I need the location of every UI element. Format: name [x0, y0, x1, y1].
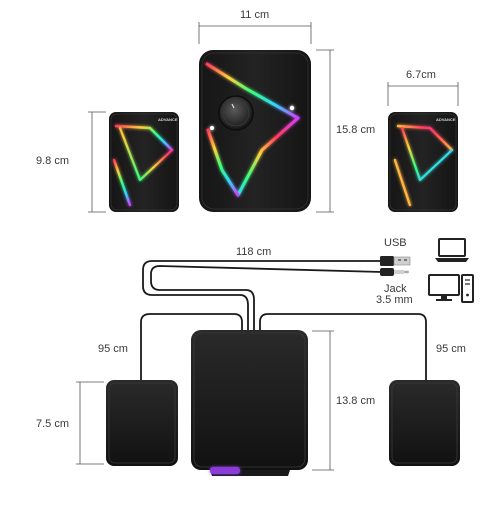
purple-led-accent [210, 467, 240, 474]
laptop-icon [435, 238, 469, 262]
audio-jack-plug-icon [380, 268, 409, 276]
satellite-height-label: 9.8 cm [36, 155, 70, 167]
jack-size-label: 3.5 mm [376, 294, 413, 306]
satellite-height-dimension [88, 111, 106, 213]
left-satellite-speaker-top [106, 380, 178, 466]
left-satellite-speaker: ADVANCE [109, 112, 179, 212]
rgb-led-light [112, 124, 174, 207]
woofer-height-label: 15.8 cm [336, 124, 376, 136]
satellite-depth-label: 7.5 cm [36, 418, 70, 430]
satellite-depth-dimension [76, 381, 104, 465]
woofer-height-dimension [316, 49, 334, 213]
volume-knob [218, 95, 254, 131]
woofer-depth-label: 13.8 cm [336, 395, 376, 407]
woofer-width-label: 11 cm [240, 9, 270, 21]
usb-label: USB [384, 237, 407, 249]
right-cable-label: 95 cm [436, 343, 466, 355]
cable-length-label: 118 cm [236, 246, 272, 258]
subwoofer-speaker-front [199, 50, 311, 212]
right-satellite-speaker: ADVANCE [388, 112, 458, 212]
woofer-width-dimension [198, 22, 312, 44]
desktop-computer-icon [428, 274, 474, 303]
right-satellite-speaker-top [389, 380, 460, 466]
satellite-width-dimension [387, 82, 459, 106]
rgb-led-light [393, 124, 454, 207]
left-cable-label: 95 cm [98, 343, 128, 355]
subwoofer-speaker-top [191, 330, 308, 476]
usb-plug-icon [380, 256, 411, 266]
woofer-depth-dimension [312, 330, 334, 471]
brand-logo: ADVANCE [158, 117, 178, 122]
satellite-width-label: 6.7cm [406, 69, 436, 81]
brand-logo: ADVANCE [436, 117, 456, 122]
jack-label: Jack [384, 283, 407, 295]
rgb-led-light [205, 62, 300, 197]
cable-bundle [140, 260, 427, 383]
